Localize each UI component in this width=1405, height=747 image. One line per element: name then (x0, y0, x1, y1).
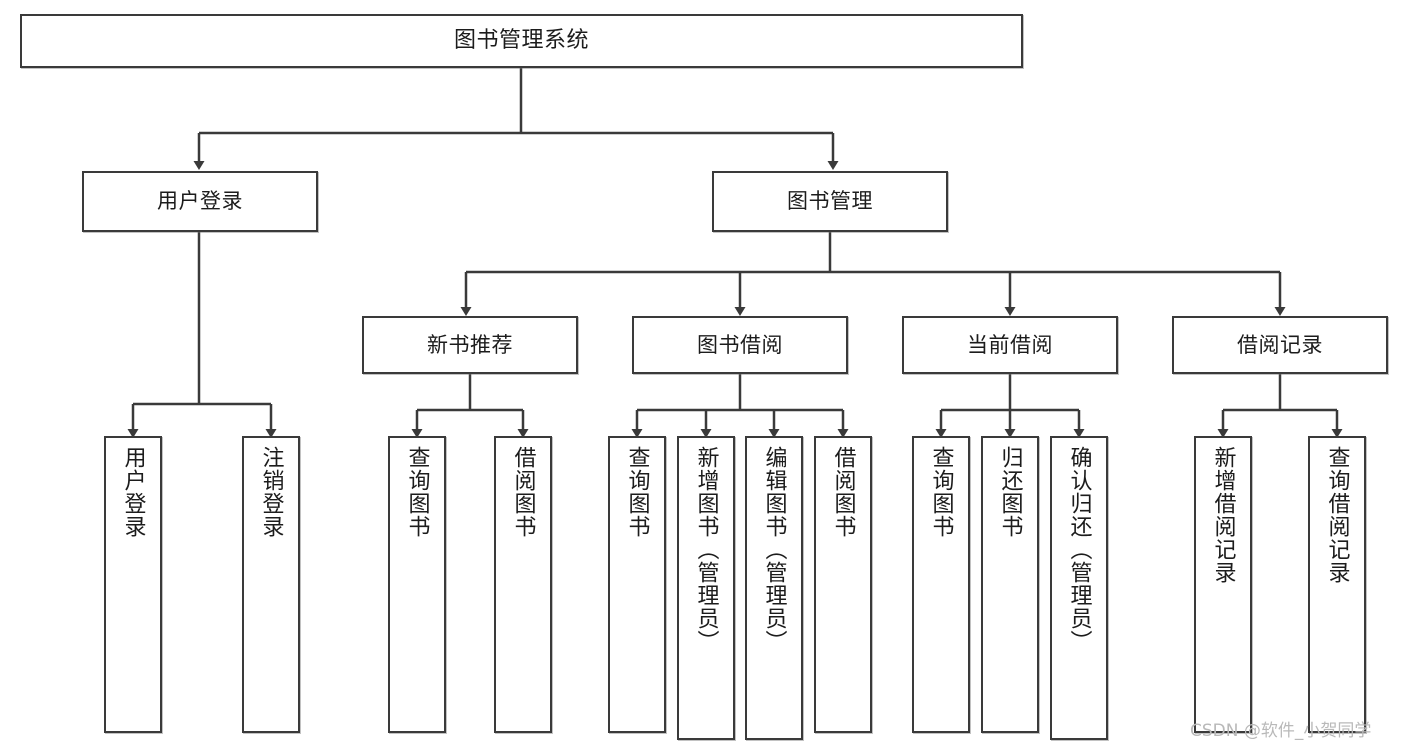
node-label: 当前借阅 (967, 332, 1053, 357)
node-user-login[interactable]: 用户登录 (82, 171, 318, 232)
node-leaf-query-book-3[interactable]: 查询图书 (912, 436, 970, 733)
node-label: 用户登录 (157, 189, 243, 214)
node-label: 注销登录 (258, 446, 284, 538)
node-label: 图书管理 (787, 189, 873, 214)
node-label: 用户登录 (120, 446, 146, 538)
node-label: 查询图书 (928, 446, 954, 538)
csdn-watermark: CSDN @软件_小贺同学 (1190, 721, 1372, 741)
node-label: 借阅图书 (510, 446, 536, 538)
node-label: 查询图书 (624, 446, 650, 538)
node-label: 图书管理系统 (453, 28, 589, 54)
node-leaf-logout[interactable]: 注销登录 (242, 436, 300, 733)
node-label: 确认归还（管理员） (1066, 446, 1092, 653)
node-label: 新增借阅记录 (1210, 446, 1236, 584)
node-book-borrow[interactable]: 图书借阅 (632, 316, 848, 374)
node-leaf-add-book[interactable]: 新增图书（管理员） (677, 436, 735, 740)
node-leaf-query-book-2[interactable]: 查询图书 (608, 436, 666, 733)
node-label: 归还图书 (997, 446, 1023, 538)
node-label: 新增图书（管理员） (693, 446, 719, 653)
node-leaf-query-record[interactable]: 查询借阅记录 (1308, 436, 1366, 733)
node-current-borrow[interactable]: 当前借阅 (902, 316, 1118, 374)
node-borrow-record[interactable]: 借阅记录 (1172, 316, 1388, 374)
node-leaf-confirm-return[interactable]: 确认归还（管理员） (1050, 436, 1108, 740)
node-book-management[interactable]: 图书管理 (712, 171, 948, 232)
node-leaf-edit-book[interactable]: 编辑图书（管理员） (745, 436, 803, 740)
node-label: 借阅图书 (830, 446, 856, 538)
node-label: 新书推荐 (427, 332, 513, 357)
node-label: 图书借阅 (697, 332, 783, 357)
node-leaf-query-book-1[interactable]: 查询图书 (388, 436, 446, 733)
node-root-book-management-system[interactable]: 图书管理系统 (20, 14, 1023, 68)
node-label: 编辑图书（管理员） (761, 446, 787, 653)
node-leaf-add-record[interactable]: 新增借阅记录 (1194, 436, 1252, 733)
node-leaf-borrow-book-2[interactable]: 借阅图书 (814, 436, 872, 733)
node-label: 查询图书 (404, 446, 430, 538)
node-leaf-user-login[interactable]: 用户登录 (104, 436, 162, 733)
node-leaf-borrow-book-1[interactable]: 借阅图书 (494, 436, 552, 733)
node-new-book-recommend[interactable]: 新书推荐 (362, 316, 578, 374)
node-label: 借阅记录 (1237, 332, 1323, 357)
node-label: 查询借阅记录 (1324, 446, 1350, 584)
node-leaf-return-book[interactable]: 归还图书 (981, 436, 1039, 733)
